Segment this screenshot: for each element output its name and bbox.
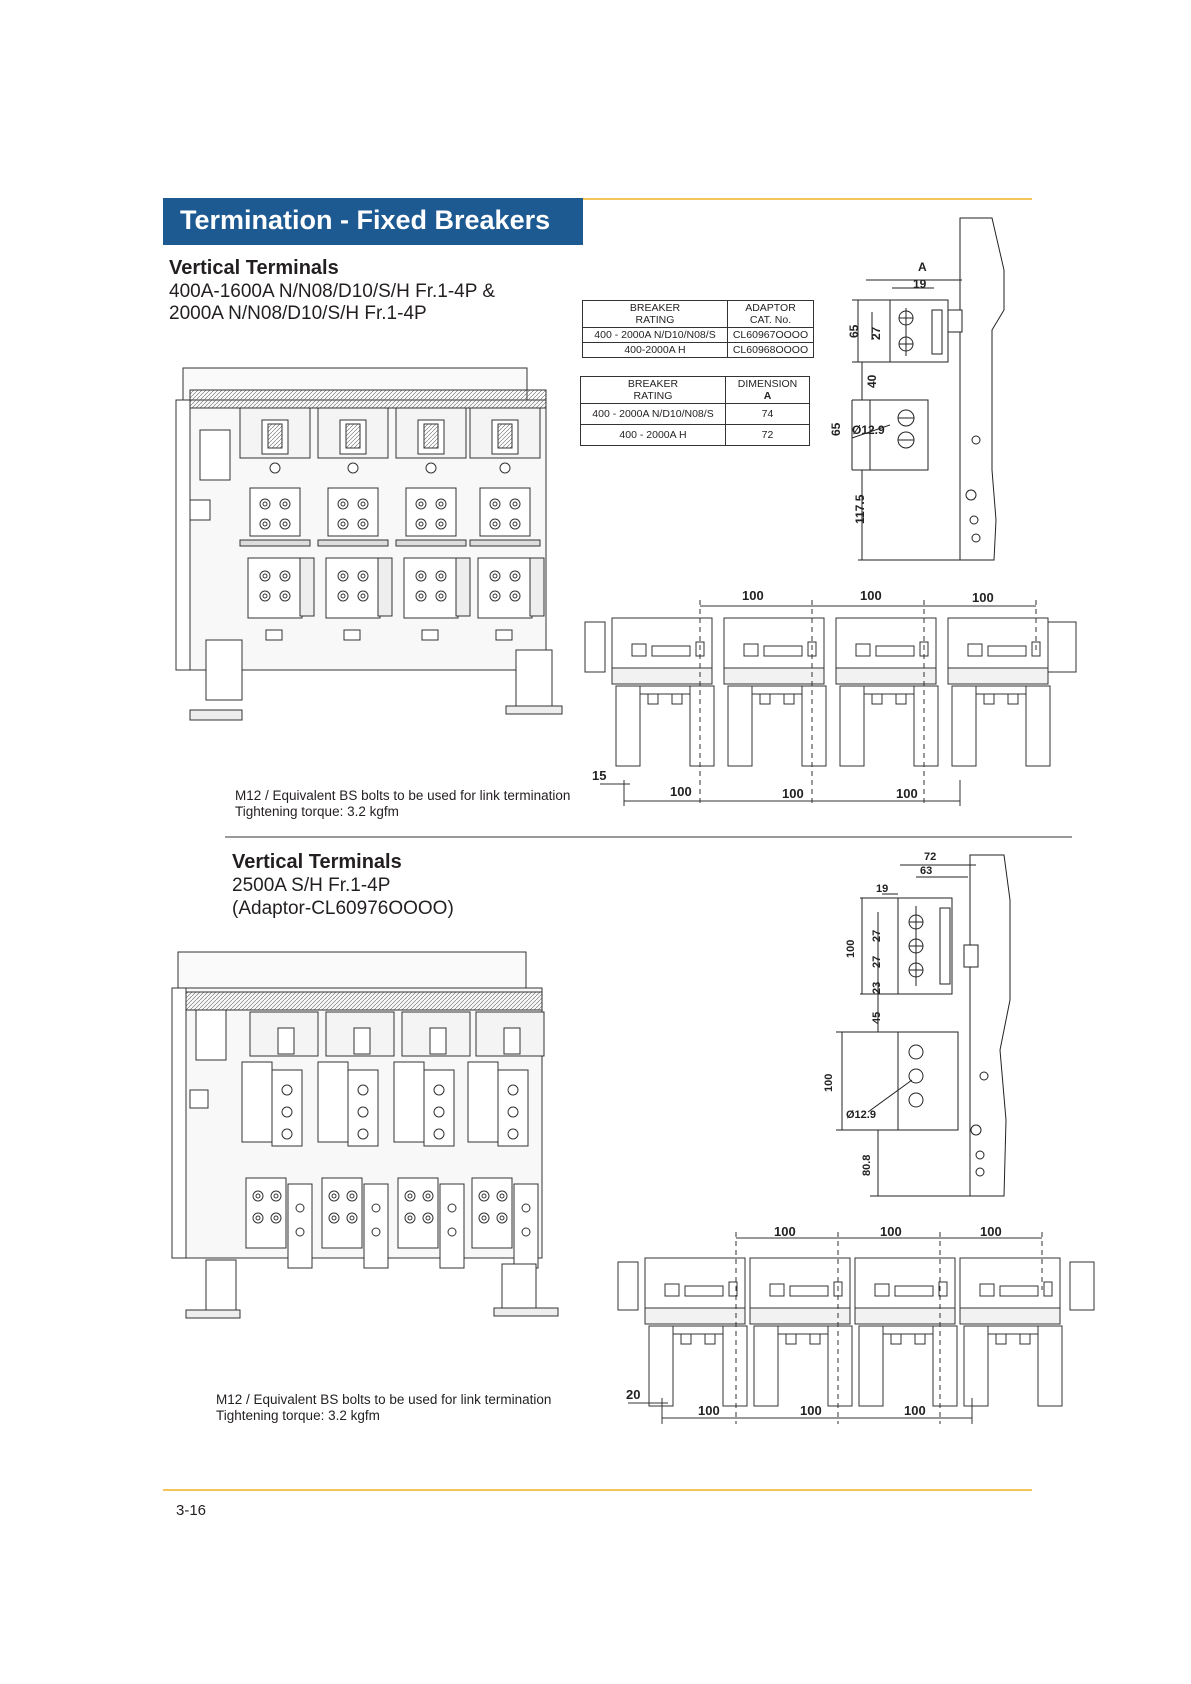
dimension-col2-h1: DIMENSION xyxy=(737,378,798,390)
footer-rule xyxy=(163,1489,1032,1491)
bottom-pitch-2-3: 100 xyxy=(904,1403,926,1418)
offset-label-20: 20 xyxy=(626,1387,640,1402)
table-row: 400 - 2000A N/D10/N08/S CL60967OOOO xyxy=(582,327,814,343)
dim-label-23: 23 xyxy=(871,982,883,994)
section2-line2: (Adaptor-CL60976OOOO) xyxy=(232,898,454,919)
top-pitch-2-3: 100 xyxy=(980,1224,1002,1239)
hole-diameter-label-2: Ø12.9 xyxy=(846,1109,876,1121)
plan-view-2 xyxy=(617,1232,1095,1424)
table-row: 400-2000A H CL60968OOOO xyxy=(582,342,814,358)
bottom-pitch-2-2: 100 xyxy=(800,1403,822,1418)
section1-heading: Vertical Terminals xyxy=(169,257,339,279)
table-row: 400 - 2000A H 72 xyxy=(580,424,810,446)
bottom-pitch-3: 100 xyxy=(896,786,918,801)
section2-note-line1: M12 / Equivalent BS bolts to be used for… xyxy=(216,1392,552,1407)
dim-label-72: 72 xyxy=(924,851,936,863)
offset-label-15: 15 xyxy=(592,768,606,783)
bottom-pitch-2-1: 100 xyxy=(698,1403,720,1418)
table-cell: 72 xyxy=(725,424,810,446)
dim-label-117-5: 117.5 xyxy=(853,494,867,524)
section1-line2: 2000A N/N08/D10/S/H Fr.1-4P xyxy=(169,303,427,324)
table-cell: 400 - 2000A N/D10/N08/S xyxy=(582,327,728,343)
dim-label-63: 63 xyxy=(920,865,932,877)
dim-label-a: A xyxy=(918,260,927,274)
section2-line1: 2500A S/H Fr.1-4P xyxy=(232,875,391,896)
dim-label-45: 45 xyxy=(871,1012,883,1024)
section2-note-line2: Tightening torque: 3.2 kgfm xyxy=(216,1408,380,1423)
dim-label-65-top: 65 xyxy=(847,324,861,338)
section1-note-line1: M12 / Equivalent BS bolts to be used for… xyxy=(235,788,571,803)
dim-label-100-bottom: 100 xyxy=(823,1074,835,1092)
top-pitch-2-2: 100 xyxy=(880,1224,902,1239)
top-pitch-3: 100 xyxy=(972,590,994,605)
adaptor-col1-h1: BREAKER xyxy=(629,302,681,314)
top-pitch-1: 100 xyxy=(742,588,764,603)
side-view-1 xyxy=(851,217,1005,561)
table-cell: CL60968OOOO xyxy=(727,342,814,358)
dim-label-65-bottom: 65 xyxy=(829,422,843,436)
side-view-2 xyxy=(836,854,1011,1197)
table-cell: 400 - 2000A H xyxy=(580,424,726,446)
dimension-col2-h2: A xyxy=(763,390,772,402)
breaker-iso-view-2 xyxy=(171,951,559,1319)
table-cell: 400-2000A H xyxy=(582,342,728,358)
top-pitch-2-1: 100 xyxy=(774,1224,796,1239)
dim-label-27b: 27 xyxy=(871,956,883,968)
dim-label-19: 19 xyxy=(913,277,927,291)
bottom-pitch-2: 100 xyxy=(782,786,804,801)
adaptor-col2-h2: CAT. No. xyxy=(749,314,792,326)
dimension-col1-h2: RATING xyxy=(633,390,673,402)
dim-label-27a: 27 xyxy=(871,930,883,942)
bottom-pitch-1: 100 xyxy=(670,784,692,799)
dim-label-80-8: 80.8 xyxy=(861,1155,873,1176)
adaptor-col1-h2: RATING xyxy=(635,314,675,326)
top-pitch-2: 100 xyxy=(860,588,882,603)
header-rule xyxy=(583,198,1032,200)
hole-diameter-label: Ø12.9 xyxy=(852,423,885,437)
dimension-col1-h1: BREAKER xyxy=(627,378,679,390)
dim-label-40: 40 xyxy=(865,374,879,388)
adaptor-col2-h1: ADAPTOR xyxy=(745,302,796,314)
plan-view-1 xyxy=(584,600,1077,806)
page-number: 3-16 xyxy=(176,1502,207,1519)
dim-label-27: 27 xyxy=(869,326,883,340)
breaker-iso-view-1 xyxy=(175,367,563,721)
page-title: Termination - Fixed Breakers xyxy=(180,205,551,235)
section1-note-line2: Tightening torque: 3.2 kgfm xyxy=(235,804,399,819)
dim-label-100-top: 100 xyxy=(845,940,857,958)
section-title-bar: Termination - Fixed Breakers xyxy=(163,198,583,245)
section2-heading: Vertical Terminals xyxy=(232,851,402,873)
dim-label-19-2: 19 xyxy=(876,883,888,895)
section1-line1: 400A-1600A N/N08/D10/S/H Fr.1-4P & xyxy=(169,281,495,302)
